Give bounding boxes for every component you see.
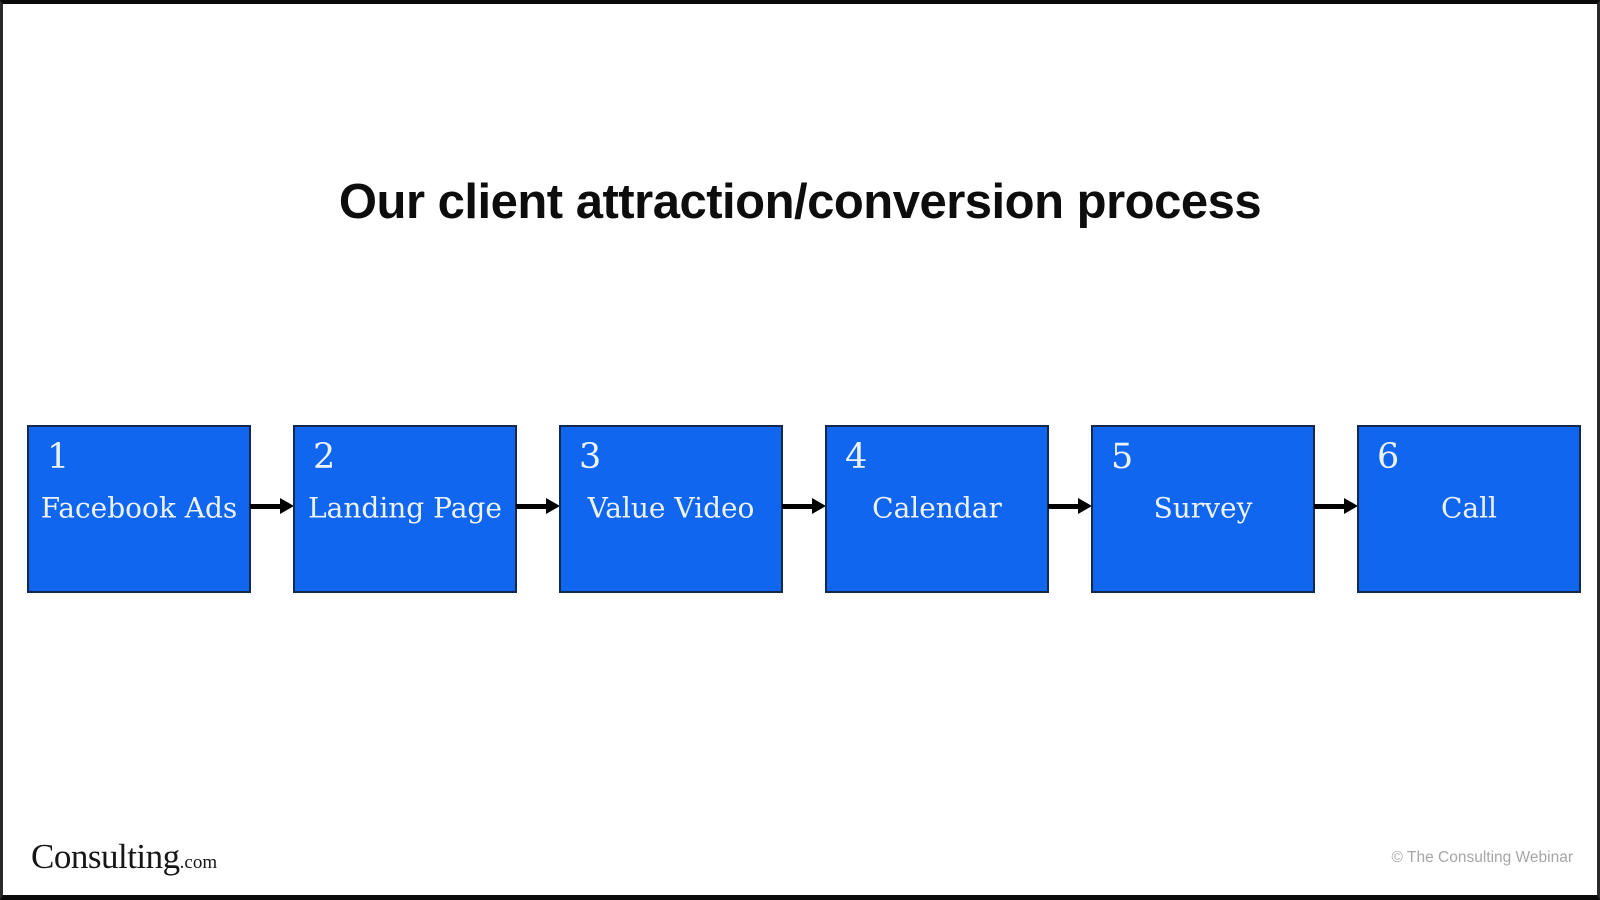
step-box-landing-page: 2 Landing Page (293, 425, 517, 593)
arrow-shaft (1314, 504, 1346, 509)
step-number: 2 (313, 437, 336, 477)
logo-wordmark: Consulting (31, 837, 180, 876)
step-box-value-video: 3 Value Video (559, 425, 783, 593)
arrow-right-icon (516, 425, 560, 593)
step-box-calendar: 4 Calendar (825, 425, 1049, 593)
arrow-head (1344, 498, 1358, 514)
arrow-head (812, 498, 826, 514)
arrow-shaft (1048, 504, 1080, 509)
arrow-head (280, 498, 294, 514)
step-label: Facebook Ads (40, 491, 238, 525)
step-box-facebook-ads: 1 Facebook Ads (27, 425, 251, 593)
step-label: Landing Page (308, 491, 502, 525)
arrow-right-icon (1314, 425, 1358, 593)
arrow-shaft (516, 504, 548, 509)
copyright-text: © The Consulting Webinar (1391, 849, 1573, 866)
logo-tld: .com (179, 852, 218, 873)
step-box-call: 6 Call (1357, 425, 1581, 593)
step-box-survey: 5 Survey (1091, 425, 1315, 593)
arrow-shaft (250, 504, 282, 509)
arrow-head (1078, 498, 1092, 514)
arrow-head (546, 498, 560, 514)
page-title: Our client attraction/conversion process (338, 175, 1262, 229)
step-label: Survey (1153, 491, 1253, 525)
step-number: 6 (1377, 437, 1400, 477)
step-number: 4 (845, 437, 868, 477)
step-label: Calendar (872, 491, 1002, 525)
arrow-right-icon (250, 425, 294, 593)
step-label: Value Video (587, 491, 755, 525)
step-number: 1 (47, 437, 70, 477)
step-number: 3 (579, 437, 602, 477)
consulting-logo: Consulting.com (31, 837, 217, 877)
arrow-shaft (782, 504, 814, 509)
step-number: 5 (1111, 437, 1134, 477)
arrow-right-icon (1048, 425, 1092, 593)
process-flow: 1 Facebook Ads 2 Landing Page 3 Value Vi… (27, 425, 1581, 593)
arrow-right-icon (782, 425, 826, 593)
step-label: Call (1440, 491, 1498, 525)
